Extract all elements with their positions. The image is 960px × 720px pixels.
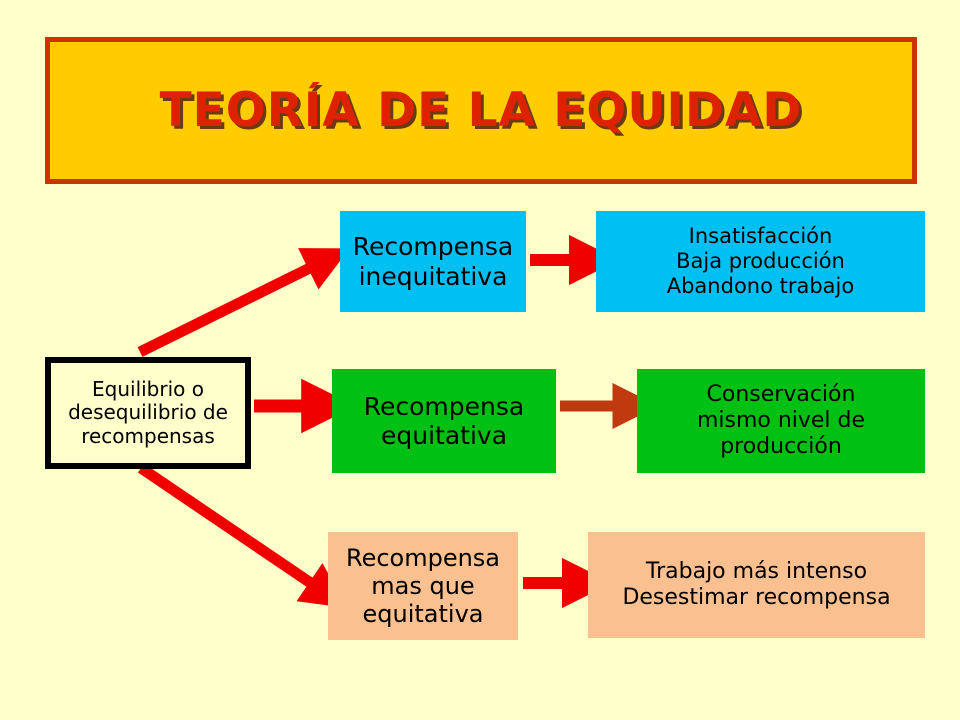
node-cause-inequitable-reward: Recompensa inequitativa: [340, 211, 526, 312]
page-title: TEORÍA DE LA EQUIDAD: [159, 83, 803, 138]
node-cause-equitable-reward: Recompensa equitativa: [332, 369, 556, 473]
arrow-source-to-inequitable: [137, 248, 350, 357]
node-effect-more-than-equitable-reward: Trabajo más intenso Desestimar recompens…: [588, 532, 925, 638]
node-source-equilibrium: Equilibrio o desequilibrio de recompensa…: [45, 357, 251, 469]
node-effect-equitable-reward: Conservación mismo nivel de producción: [637, 369, 925, 473]
node-cause-more-than-equitable-reward: Recompensa mas que equitativa: [328, 532, 518, 640]
node-effect-inequitable-reward: Insatisfacción Baja producción Abandono …: [596, 211, 925, 312]
title-banner: TEORÍA DE LA EQUIDAD: [45, 37, 917, 184]
arrow-source-to-more-than-equitable: [137, 463, 348, 609]
